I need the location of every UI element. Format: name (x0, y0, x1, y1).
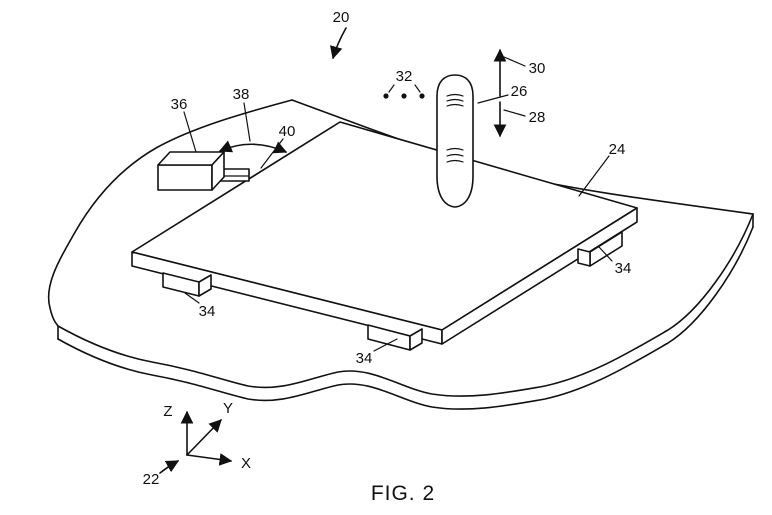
touch-dots (383, 84, 425, 99)
ref-label-40: 40 (279, 123, 296, 140)
figure-caption: FIG. 2 (371, 482, 435, 505)
ref-label-32: 32 (396, 68, 413, 85)
ref-label-38: 38 (233, 86, 250, 103)
axis-label-x: X (241, 455, 251, 472)
lateral-motion-arrow (218, 140, 288, 154)
ref-label-22: 22 (143, 471, 160, 488)
ref-label-24: 24 (609, 141, 626, 158)
assembly-pointer-arrow (330, 27, 347, 60)
coordinate-axes (159, 410, 233, 474)
ref-label-20: 20 (333, 9, 350, 26)
finger (436, 74, 474, 208)
ref-label-26: 26 (511, 83, 528, 100)
plate-foot-left (162, 272, 212, 297)
ref-label-34-right: 34 (615, 260, 632, 277)
axis-label-y: Y (223, 400, 233, 417)
ref-label-34-left: 34 (199, 303, 216, 320)
controller-box (157, 151, 225, 191)
ref-label-34-bottom: 34 (356, 350, 373, 367)
axis-label-z: Z (163, 403, 172, 420)
plate-foot-right (577, 231, 623, 267)
leader-lines (183, 56, 613, 352)
plate-foot-bottom (367, 324, 423, 351)
ref-label-28: 28 (529, 109, 546, 126)
ref-label-30: 30 (529, 60, 546, 77)
ref-label-36: 36 (171, 96, 188, 113)
